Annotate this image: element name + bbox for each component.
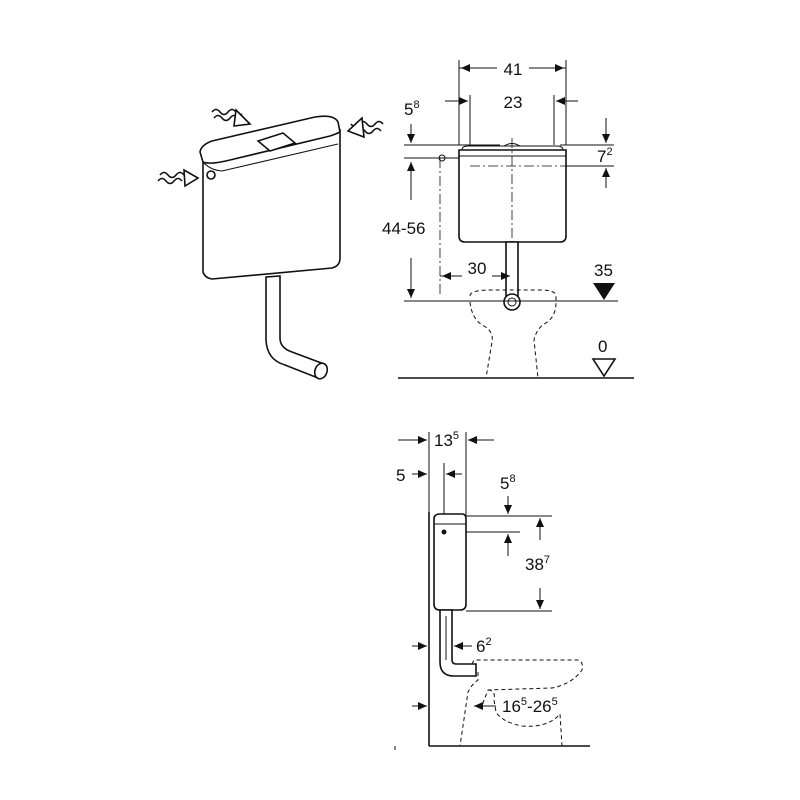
water-inlet-arrow-top xyxy=(211,108,252,127)
inlet-valve xyxy=(436,154,459,162)
floor-marker-open xyxy=(591,358,617,378)
side-tank xyxy=(433,513,467,611)
side-flush-pipe xyxy=(439,609,477,677)
dim-height-range: 44-56 xyxy=(382,219,425,238)
front-view: 41 23 58 72 xyxy=(382,58,634,379)
front-tank xyxy=(458,149,567,243)
dim-pipe-offset: 62 xyxy=(476,636,492,656)
side-bowl-outline xyxy=(459,659,583,747)
dim-inlet-offset: 30 xyxy=(468,259,487,278)
side-wall xyxy=(428,512,590,747)
dim-tank-height: 387 xyxy=(525,554,550,574)
dim-width-inner: 23 xyxy=(504,93,523,112)
dim-width-overall: 41 xyxy=(504,60,523,79)
dim-depth-overall: 135 xyxy=(434,430,459,450)
flush-button xyxy=(256,132,297,152)
front-bowl-outline xyxy=(469,289,557,379)
dim-side-top-offset: 58 xyxy=(500,473,516,493)
water-inlet-arrow-left xyxy=(157,168,200,188)
side-view: 135 5 58 387 62 xyxy=(394,430,590,750)
cistern-isometric xyxy=(157,108,384,380)
water-inlet-arrow-right xyxy=(346,116,384,139)
dim-top-offset-left: 58 xyxy=(404,99,420,119)
level-mark-35: 35 xyxy=(594,261,613,280)
outlet-pipe-end xyxy=(503,293,521,311)
floor-mark-0: 0 xyxy=(598,337,607,356)
side-inlet-hole xyxy=(206,170,216,180)
flush-pipe xyxy=(265,275,326,380)
level-marker-filled xyxy=(593,283,615,300)
dim-bowl-projection: 165-265 xyxy=(502,696,558,716)
dim-wall-gap: 5 xyxy=(396,466,405,485)
dim-top-offset-right: 72 xyxy=(597,146,613,166)
